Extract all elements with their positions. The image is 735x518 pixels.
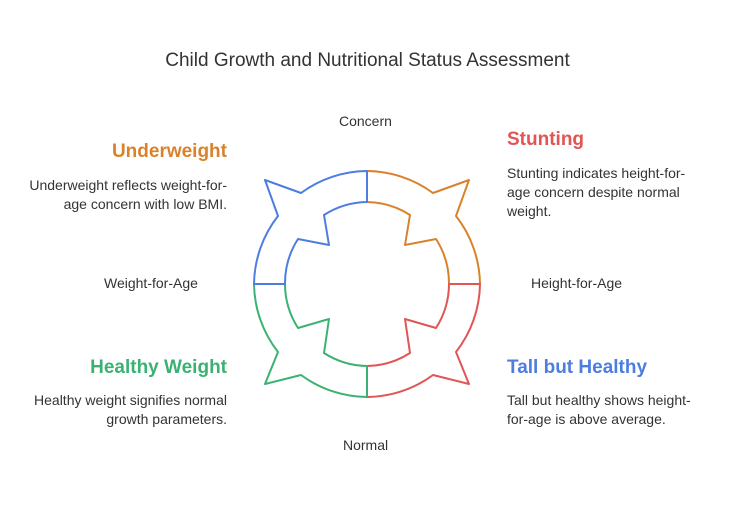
healthy-weight-description: Healthy weight signifies normal growth p… [34,392,227,427]
axis-label-right: Height-for-Age [531,275,623,291]
arc-top-right [366,170,481,285]
arc-bottom-right [366,283,481,398]
diagram-title: Child Growth and Nutritional Status Asse… [165,50,570,71]
arc-bottom-left [253,283,368,398]
arc-top-left [253,170,368,285]
underweight-description: Underweight reflects weight-for-age conc… [29,177,227,212]
stunting-description: Stunting indicates height-for-age concer… [507,165,686,219]
healthy-weight-heading: Healthy Weight [90,357,227,378]
tall-healthy-heading: Tall but Healthy [507,357,648,378]
stunting-heading: Stunting [507,129,585,150]
underweight-heading: Underweight [111,141,227,162]
axis-label-bottom: Normal [343,437,389,453]
axis-label-left: Weight-for-Age [104,275,198,291]
axis-label-top: Concern [339,113,392,129]
tall-healthy-description: Tall but healthy shows height-for-age is… [507,392,691,427]
